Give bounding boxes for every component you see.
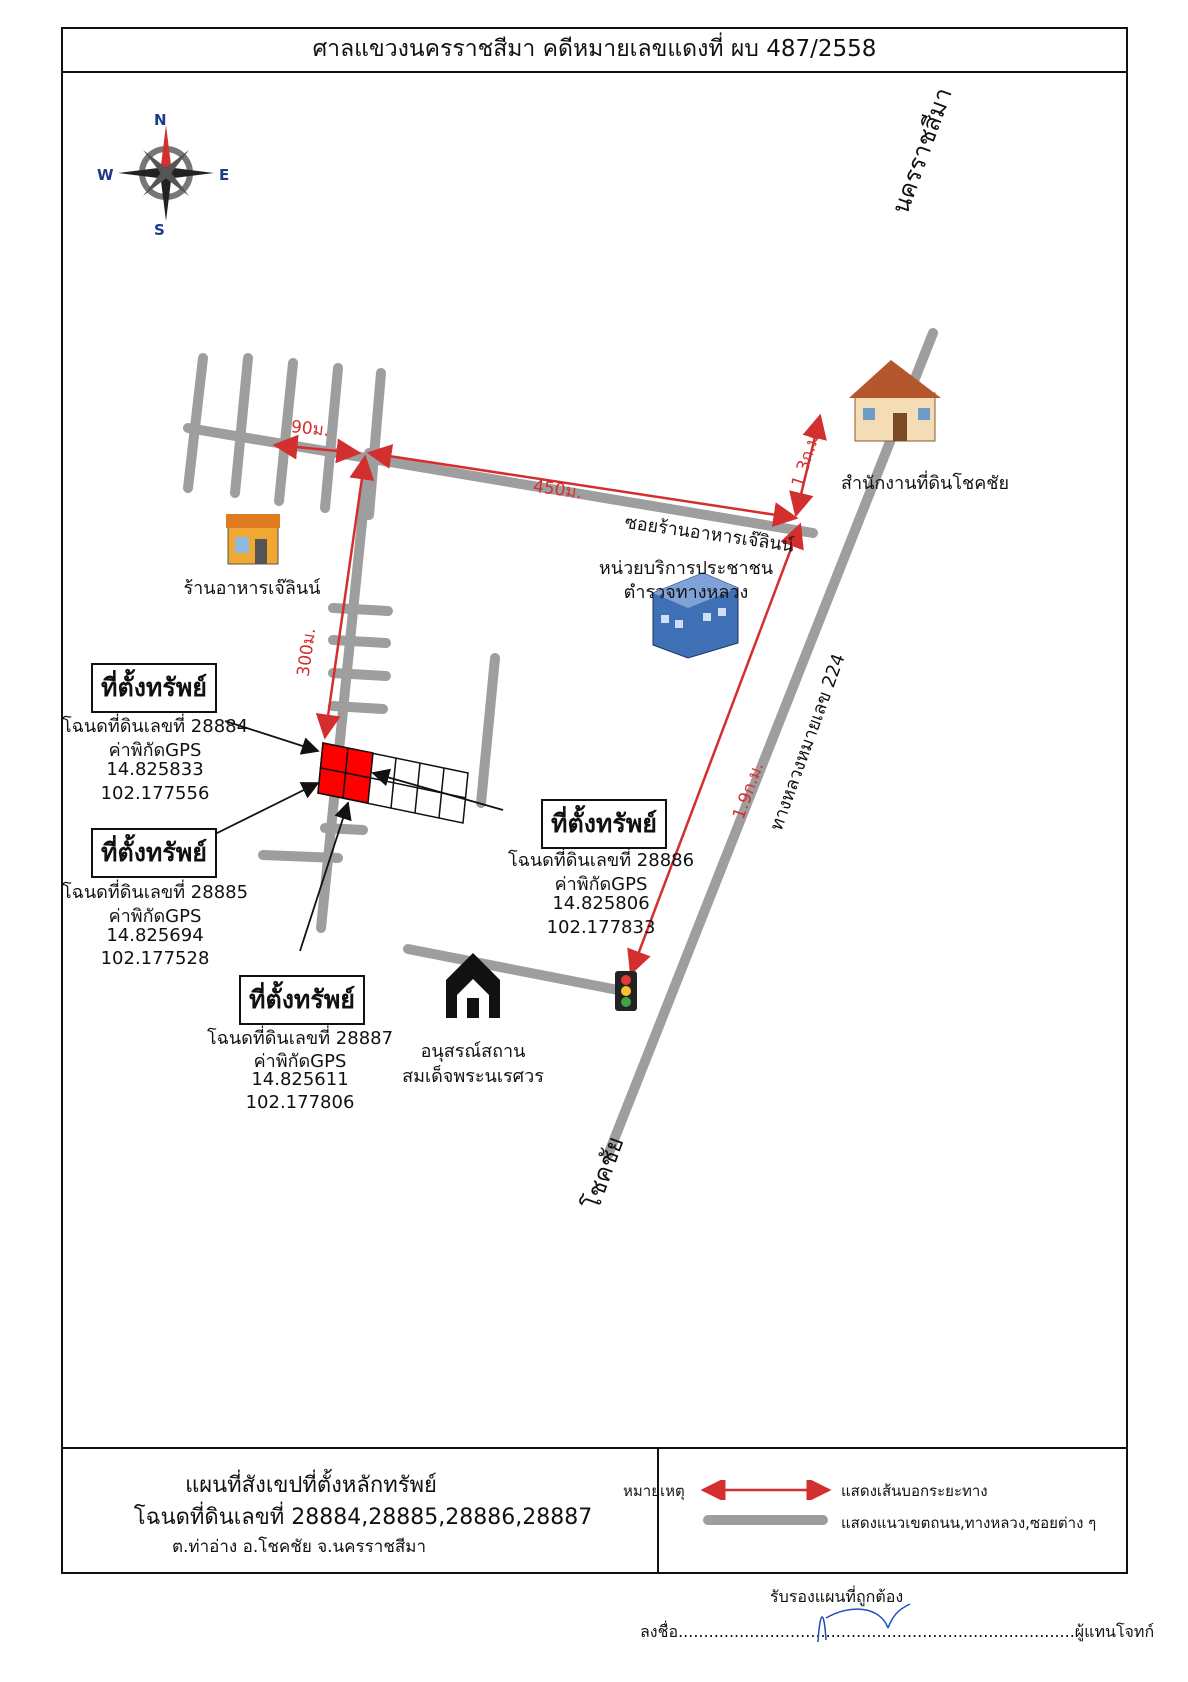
property-gps-label-28886: ค่าพิกัดGPS	[554, 874, 648, 895]
map-frame	[61, 27, 1128, 1574]
property-heading-28887: ที่ตั้งทรัพย์	[239, 975, 365, 1025]
legend-distance-arrow-icon	[700, 1480, 832, 1500]
footer-title: แผนที่สังเขปที่ตั้งหลักทรัพย์	[185, 1473, 437, 1498]
police-label-line2: ตำรวจทางหลวง	[623, 582, 749, 603]
property-heading-28885: ที่ตั้งทรัพย์	[91, 828, 217, 878]
monument-label-line1: อนุสรณ์สถาน	[420, 1041, 526, 1062]
map-footer: แผนที่สังเขปที่ตั้งหลักทรัพย์ โฉนดที่ดิน…	[61, 1447, 1128, 1574]
property-deed-28887: โฉนดที่ดินเลขที่ 28887	[206, 1028, 394, 1049]
footer-divider	[657, 1449, 659, 1574]
map-title: ศาลแขวงนครราชสีมา คดีหมายเลขแดงที่ ผบ 48…	[61, 27, 1128, 73]
land-office-icon	[849, 360, 941, 442]
property-heading-28884: ที่ตั้งทรัพย์	[91, 663, 217, 713]
monument-icon	[446, 953, 500, 1018]
legend-distance-text: แสดงเส้นบอกระยะทาง	[841, 1482, 988, 1500]
property-lat-28884: 14.825833	[106, 759, 204, 780]
restaurant-label: ร้านอาหารเจ๊ลินน์	[183, 578, 321, 599]
property-deed-28885: โฉนดที่ดินเลขที่ 28885	[61, 882, 249, 903]
signature-line: ลงชื่อ..................................…	[640, 1622, 1155, 1641]
property-lon-28886: 102.177833	[546, 917, 656, 938]
traffic-light-icon	[615, 971, 637, 1011]
handwritten-signature-icon	[817, 1603, 911, 1643]
land-office-label: สำนักงานที่ดินโชคชัย	[841, 473, 1010, 494]
compass-east-label: E	[219, 166, 230, 184]
legend-label: หมายเหตุ	[623, 1482, 685, 1500]
property-deed-28884: โฉนดที่ดินเลขที่ 28884	[61, 716, 249, 737]
property-lat-28886: 14.825806	[552, 893, 650, 914]
compass-north-label: N	[154, 111, 167, 129]
restaurant-icon	[226, 514, 280, 565]
legend-road-swatch	[703, 1515, 828, 1525]
property-lon-28884: 102.177556	[100, 783, 210, 804]
distance-label-90m: 90ม.	[290, 417, 331, 441]
property-gps-label-28885: ค่าพิกัดGPS	[108, 906, 202, 927]
property-deed-28886: โฉนดที่ดินเลขที่ 28886	[507, 850, 695, 871]
property-lat-28885: 14.825694	[106, 925, 204, 946]
police-station-icon	[652, 572, 739, 659]
property-gps-label-28887: ค่าพิกัดGPS	[253, 1051, 347, 1072]
property-lat-28887: 14.825611	[251, 1069, 349, 1090]
legend-road-text: แสดงแนวเขตถนน,ทางหลวง,ซอยต่าง ๆ	[841, 1514, 1097, 1532]
certify-text: รับรองแผนที่ถูกต้อง	[770, 1587, 904, 1606]
property-heading-28886: ที่ตั้งทรัพย์	[541, 799, 667, 849]
distance-lines	[272, 413, 827, 976]
property-lon-28887: 102.177806	[245, 1092, 355, 1113]
compass-west-label: W	[97, 166, 114, 184]
land-plots	[317, 742, 469, 824]
map-canvas	[118, 125, 941, 1160]
monument-label-line2: สมเด็จพระนเรศวร	[402, 1066, 544, 1087]
compass-rose-icon	[118, 125, 214, 221]
compass-south-label: S	[154, 221, 165, 239]
property-gps-label-28884: ค่าพิกัดGPS	[108, 740, 202, 761]
pointer-arrows	[200, 720, 504, 952]
footer-location: ต.ท่าอ่าง อ.โชคชัย จ.นครราชสีมา	[171, 1537, 427, 1557]
police-label-line1: หน่วยบริการประชาชน	[598, 558, 774, 579]
footer-deeds: โฉนดที่ดินเลขที่ 28884,28885,28886,28887	[133, 1505, 593, 1530]
map-area: N S W E นครราชสีมา โชคชัย ทางหลวงหมายเลข…	[61, 73, 1126, 1447]
property-lon-28885: 102.177528	[100, 948, 210, 969]
